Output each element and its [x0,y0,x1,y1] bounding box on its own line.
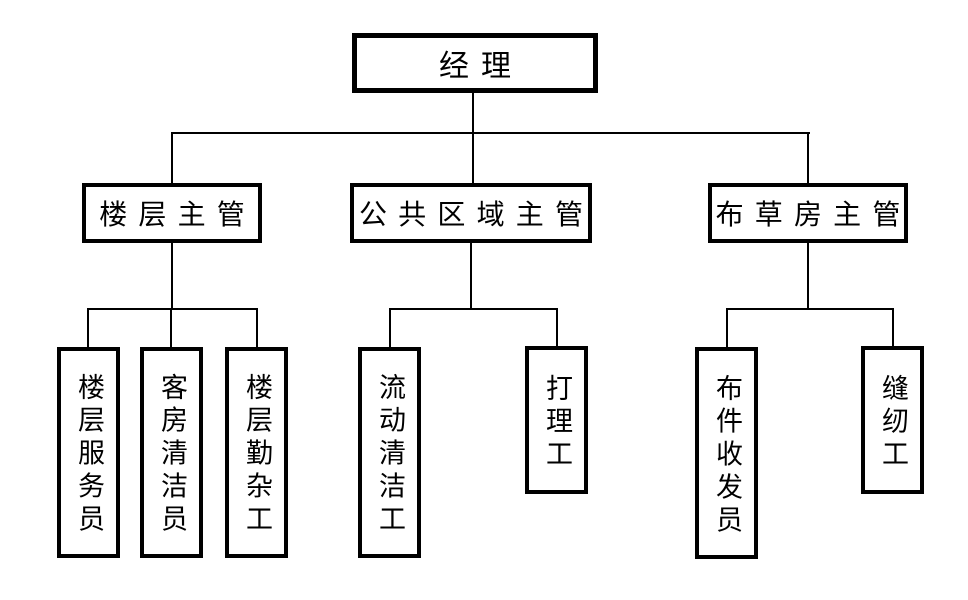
connector-public-horizontal [389,308,558,310]
node-floor-attendant: 楼层服务员 [57,347,120,558]
node-polisher-label: 打理工 [542,373,572,473]
connector-linen-sup-drop [807,132,809,183]
node-room-cleaner: 客房清洁员 [140,347,203,558]
connector-room-cleaner-drop [170,308,172,347]
node-floor-handyman-label: 楼层勤杂工 [242,373,272,538]
node-linen-room-supervisor-label: 布草房主管 [715,200,912,231]
connector-polisher-drop [556,308,558,347]
node-linen-room-supervisor: 布草房主管 [708,183,908,243]
node-floor-supervisor: 楼层主管 [82,183,262,243]
node-floor-supervisor-label: 楼层主管 [99,200,256,231]
node-floor-attendant-label: 楼层服务员 [74,373,104,538]
node-linen-clerk-label: 布件收发员 [712,373,742,539]
connector-linen-sup-stem [807,243,809,308]
connector-sewing-worker-drop [892,308,894,347]
connector-linen-clerk-drop [726,308,728,347]
node-public-area-supervisor-label: 公共区域主管 [358,200,595,231]
node-manager: 经理 [352,33,598,93]
node-polisher: 打理工 [525,346,588,494]
node-sewing-worker: 缝纫工 [861,346,924,494]
node-room-cleaner-label: 客房清洁员 [157,373,187,538]
connector-floor-sup-stem [171,243,173,310]
connector-public-sup-stem [470,243,472,308]
node-floor-handyman: 楼层勤杂工 [225,347,288,558]
connector-mobile-cleaner-drop [389,308,391,347]
connector-floor-handyman-drop [256,308,258,347]
connector-floor-sup-drop [171,132,173,183]
connector-floor-attendant-drop [87,308,89,347]
node-linen-clerk: 布件收发员 [695,347,758,559]
connector-level2-horizontal [171,132,810,134]
node-sewing-worker-label: 缝纫工 [878,373,908,473]
connector-manager-drop [472,92,474,133]
connector-public-sup-drop [472,132,474,183]
node-manager-label: 经理 [439,50,523,83]
node-public-area-supervisor: 公共区域主管 [350,183,592,243]
node-mobile-cleaner: 流动清洁工 [358,347,421,558]
connector-floor-horizontal [87,308,258,310]
node-mobile-cleaner-label: 流动清洁工 [375,373,405,538]
connector-linen-horizontal [726,308,894,310]
